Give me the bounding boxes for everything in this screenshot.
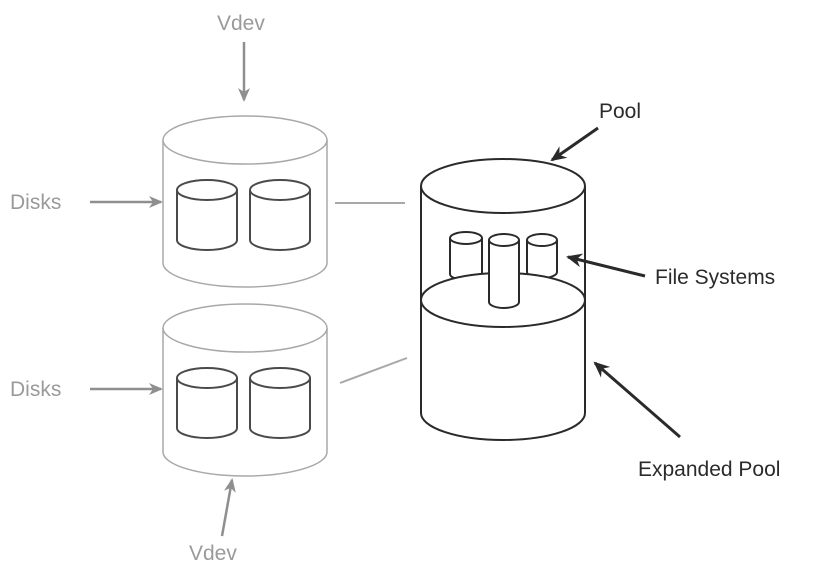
arrow-pool — [550, 126, 599, 162]
pool-top-cap — [420, 158, 586, 214]
file-system-2 — [488, 233, 520, 309]
label-pool: Pool — [599, 100, 641, 123]
vdev-bottom-cap — [162, 303, 328, 353]
file-system-1 — [449, 231, 483, 281]
connector-bottom — [339, 357, 408, 384]
vdev-top-disk-1 — [176, 179, 238, 251]
vdev-bottom-disk-2 — [249, 367, 311, 439]
arrow-vdev-bottom — [220, 478, 236, 537]
arrow-expanded-pool — [593, 361, 681, 439]
file-system-3 — [526, 233, 558, 279]
label-vdev-top: Vdev — [217, 12, 265, 35]
label-expanded-pool: Expanded Pool — [638, 458, 780, 481]
label-disks-top: Disks — [10, 191, 61, 214]
vdev-bottom-disk-1 — [176, 367, 238, 439]
label-vdev-bottom: Vdev — [189, 542, 237, 563]
vdev-top-cap — [162, 115, 328, 165]
label-disks-bottom: Disks — [10, 378, 61, 401]
vdev-bottom — [162, 303, 328, 477]
vdev-top-disk-2 — [249, 179, 311, 251]
vdev-bottom-body — [162, 328, 328, 477]
arrow-file-systems — [566, 253, 646, 278]
label-file-systems: File Systems — [655, 266, 775, 289]
